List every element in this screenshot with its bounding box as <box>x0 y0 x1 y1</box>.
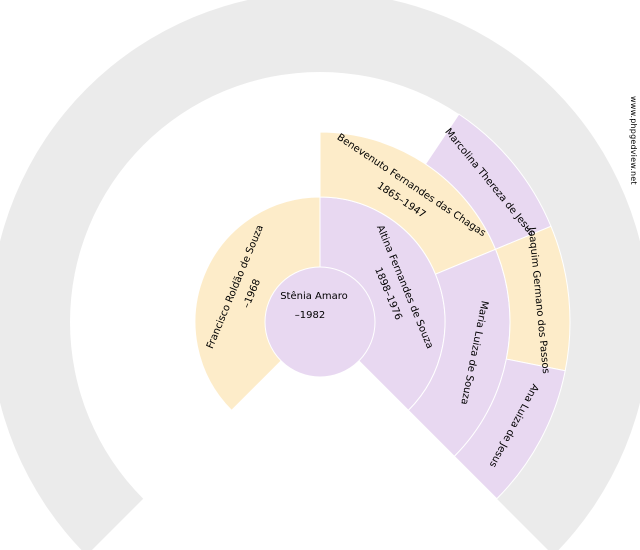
root-person-dates: –1982 <box>295 310 325 321</box>
watermark-text: www.phpgedview.net <box>629 96 638 185</box>
root-person-circle[interactable] <box>264 266 376 378</box>
root-person-name: Stênia Amaro <box>280 290 348 302</box>
ancestor-segments <box>194 113 571 500</box>
segment-maternal-great-grandmother-2[interactable] <box>453 358 566 500</box>
segment-father[interactable] <box>194 196 321 412</box>
